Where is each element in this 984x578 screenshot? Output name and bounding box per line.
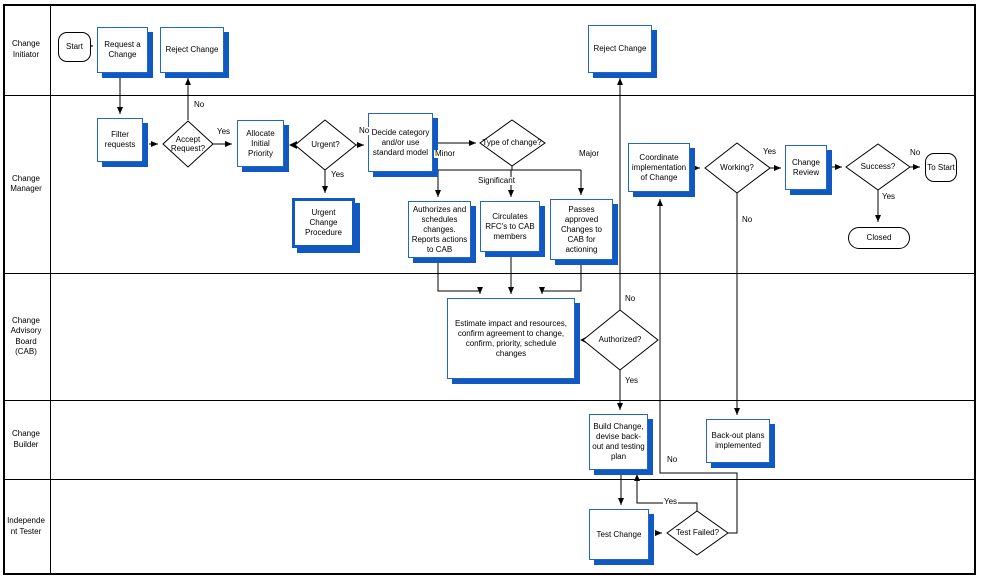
label-success: Success? <box>860 162 896 172</box>
lane-change-initiator: Change Initiator <box>11 39 41 59</box>
node-decide-category: Decide category and/or use standard mode… <box>368 113 433 172</box>
node-allocate-initial-priority: Allocate Initial Priority <box>237 120 284 167</box>
diagram-border <box>3 4 976 575</box>
edge-label-minor: Minor <box>434 149 457 158</box>
edge-label-test-failed-yes: Yes <box>663 497 679 506</box>
edge-label-accept-yes: Yes <box>216 127 232 136</box>
label-accept-request: Accept Request? <box>170 134 206 153</box>
node-filter-requests: Filter requests <box>97 118 143 162</box>
edge-label-urgent-yes: Yes <box>330 170 346 179</box>
node-start: Start <box>58 32 91 62</box>
edge-passes-to-estimate <box>539 260 582 294</box>
node-circulates-rfcs: Circulates RFC's to CAB members <box>480 201 540 252</box>
edge-testfailed-no-to-coordinate <box>657 199 738 534</box>
edge-label-test-failed-no: No <box>666 455 679 464</box>
edge-label-significant: Significant <box>477 176 516 185</box>
label-urgent: Urgent? <box>311 140 340 150</box>
node-build-change: Build Change, devise back-out and testin… <box>589 414 648 470</box>
label-test-failed: Test Failed? <box>675 528 720 538</box>
edge-label-success-yes: Yes <box>881 192 897 201</box>
label-authorized: Authorized? <box>598 335 642 345</box>
node-working-diamond <box>704 142 771 194</box>
lane-change-advisory-board: Change Advisory Board (CAB) <box>10 315 42 356</box>
label-type-of-change: Type of change? <box>482 138 542 148</box>
edge-label-working-no: No <box>741 215 754 224</box>
label-working: Working? <box>720 163 754 173</box>
edge-type-split <box>438 166 581 171</box>
node-closed: Closed <box>848 227 910 249</box>
node-type-of-change-diamond <box>479 119 546 167</box>
node-passes-approved: Passes approved Changes to CAB for actio… <box>550 199 613 260</box>
node-urgent-change-procedure: Urgent Change Procedure <box>292 198 355 248</box>
node-urgent-diamond <box>294 119 357 171</box>
edge-label-urgent-no: No <box>358 126 371 135</box>
edge-label-authorized-no: No <box>624 294 637 303</box>
node-test-failed-diamond <box>666 510 729 556</box>
node-request-a-change: Request a Change <box>97 27 148 73</box>
node-success-diamond <box>845 143 911 191</box>
node-reject-change-1: Reject Change <box>160 27 224 73</box>
lane-independent-tester: Independent Tester <box>7 516 45 536</box>
arrowhead-urgent-to-allocate <box>289 141 297 149</box>
node-to-start: To Start <box>925 153 957 182</box>
node-authorized-diamond <box>582 309 659 371</box>
node-reject-change-2: Reject Change <box>588 25 652 73</box>
node-coordinate-implementation: Coordinate implementation of Change <box>628 143 690 192</box>
decision-shapes <box>162 119 911 556</box>
lane-change-manager: Change Manager <box>10 173 42 193</box>
edge-label-major: Major <box>578 149 601 158</box>
edge-authorizes-to-estimate <box>437 258 483 294</box>
node-accept-request-diamond <box>162 120 214 168</box>
edge-label-authorized-yes: Yes <box>624 376 640 385</box>
node-estimate-impact: Estimate impact and resources, confirm a… <box>447 298 575 379</box>
edges <box>86 43 920 536</box>
node-change-review: Change Review <box>785 145 827 190</box>
lane-change-builder: Change Builder <box>11 429 41 449</box>
node-test-change: Test Change <box>589 509 649 560</box>
node-backout-plans: Back-out plans implemented <box>706 419 770 463</box>
edge-label-success-no: No <box>909 148 922 157</box>
edge-label-working-yes: Yes <box>762 147 778 156</box>
swimlane-grid <box>3 4 976 575</box>
node-authorizes-schedules: Authorizes and schedules changes. Report… <box>408 201 471 258</box>
edge-label-accept-no: No <box>193 100 206 109</box>
